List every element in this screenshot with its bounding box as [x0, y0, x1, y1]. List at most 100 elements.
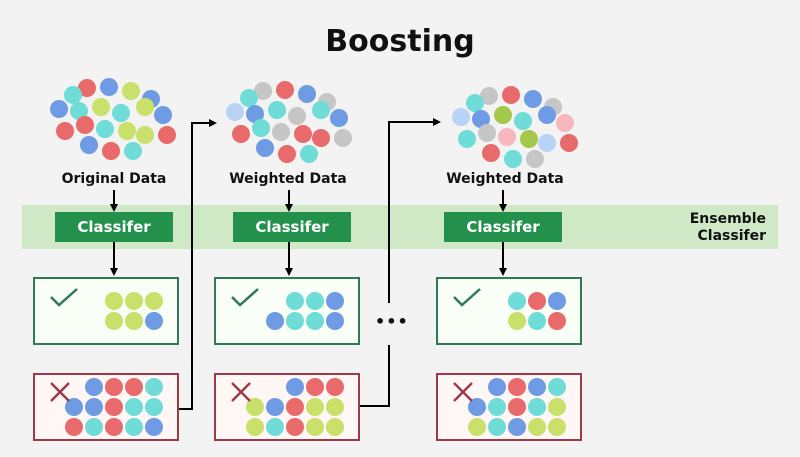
- data-point: [300, 145, 318, 163]
- classifier-3-button[interactable]: Classifer: [444, 212, 562, 242]
- data-point: [158, 126, 176, 144]
- result-point: [266, 398, 284, 416]
- result-point: [306, 378, 324, 396]
- result-point: [548, 378, 566, 396]
- result-point: [266, 418, 284, 436]
- feedback-arrow-2-lower: [359, 345, 390, 407]
- result-point: [488, 398, 506, 416]
- classifier-1-button[interactable]: Classifer: [55, 212, 173, 242]
- data-point: [472, 110, 490, 128]
- data-point: [124, 142, 142, 160]
- result-point: [105, 398, 123, 416]
- data-point: [80, 136, 98, 154]
- result-point: [306, 398, 324, 416]
- data-point: [70, 102, 88, 120]
- result-point: [548, 418, 566, 436]
- result-point: [286, 398, 304, 416]
- result-point: [548, 312, 566, 330]
- result-point: [85, 378, 103, 396]
- result-point: [85, 418, 103, 436]
- result-point: [286, 378, 304, 396]
- result-point: [528, 378, 546, 396]
- data-point: [334, 129, 352, 147]
- data-point: [294, 125, 312, 143]
- data-point: [118, 122, 136, 140]
- result-point: [145, 418, 163, 436]
- result-point: [548, 292, 566, 310]
- data-point: [514, 112, 532, 130]
- data-point: [246, 105, 264, 123]
- cross-icon: [231, 382, 251, 402]
- result-point: [65, 398, 83, 416]
- data-point: [538, 106, 556, 124]
- check-icon: [453, 288, 481, 307]
- data-point: [452, 108, 470, 126]
- classifier-2-button[interactable]: Classifer: [233, 212, 351, 242]
- result-point: [528, 398, 546, 416]
- result-point: [326, 418, 344, 436]
- result-point: [508, 418, 526, 436]
- result-point: [145, 292, 163, 310]
- result-point: [326, 398, 344, 416]
- data-point: [272, 123, 290, 141]
- wrong-box-3: [436, 373, 582, 441]
- result-point: [286, 312, 304, 330]
- original-data-cluster: [50, 76, 180, 166]
- data-point: [136, 126, 154, 144]
- result-point: [548, 398, 566, 416]
- data-point: [504, 150, 522, 168]
- result-point: [528, 292, 546, 310]
- data-point: [312, 129, 330, 147]
- correct-box-1: [33, 277, 179, 345]
- result-point: [65, 418, 83, 436]
- feedback-arrow-1: [175, 119, 217, 410]
- correct-box-3: [436, 277, 582, 345]
- ensemble-label-line2: Classifer: [697, 228, 766, 244]
- data-point: [92, 98, 110, 116]
- result-point: [145, 312, 163, 330]
- original-data-label: Original Data: [61, 171, 167, 187]
- weighted-data-label-2: Weighted Data: [446, 171, 564, 187]
- data-point: [76, 116, 94, 134]
- data-point: [112, 104, 130, 122]
- feedback-arrow-2-upper: [388, 118, 441, 303]
- data-point: [96, 120, 114, 138]
- wrong-box-2: [214, 373, 360, 441]
- data-point: [288, 107, 306, 125]
- data-point: [240, 89, 258, 107]
- data-point: [482, 144, 500, 162]
- data-point: [330, 109, 348, 127]
- data-point: [466, 94, 484, 112]
- data-point: [64, 86, 82, 104]
- result-point: [125, 312, 143, 330]
- result-point: [468, 418, 486, 436]
- result-point: [286, 292, 304, 310]
- weighted-data-cluster-2: [452, 84, 578, 170]
- result-point: [326, 292, 344, 310]
- data-point: [458, 130, 476, 148]
- data-point: [524, 90, 542, 108]
- result-point: [488, 418, 506, 436]
- data-point: [100, 78, 118, 96]
- data-point: [312, 101, 330, 119]
- check-icon: [50, 288, 78, 307]
- result-point: [306, 292, 324, 310]
- data-point: [102, 142, 120, 160]
- page-title: Boosting: [325, 24, 475, 59]
- result-point: [105, 312, 123, 330]
- data-point: [154, 106, 172, 124]
- check-icon: [231, 288, 259, 307]
- data-point: [480, 87, 498, 105]
- data-point: [254, 82, 272, 100]
- weighted-data-cluster-1: [226, 79, 352, 165]
- result-point: [125, 292, 143, 310]
- data-point: [498, 128, 516, 146]
- result-point: [105, 378, 123, 396]
- data-point: [502, 86, 520, 104]
- result-point: [125, 378, 143, 396]
- result-point: [125, 398, 143, 416]
- data-point: [526, 150, 544, 168]
- result-point: [125, 418, 143, 436]
- ellipsis: •••: [375, 312, 409, 331]
